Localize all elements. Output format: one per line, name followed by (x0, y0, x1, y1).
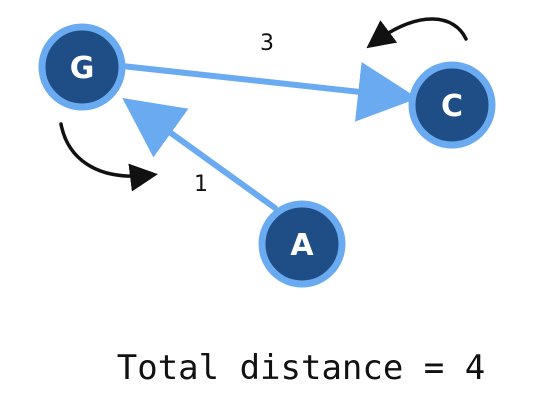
edge-weight-a-to-g: 1 (194, 172, 208, 197)
edge-g-to-c (119, 61, 418, 122)
edge-weight-g-to-c: 3 (260, 31, 274, 56)
node-c-label: C (441, 89, 463, 124)
node-a-circle (258, 200, 346, 288)
curved-arrow-top-right (366, 17, 468, 49)
edge-a-to-g (122, 97, 278, 211)
curved-arrow-left (59, 122, 158, 192)
total-distance-caption: Total distance = 4 (117, 348, 485, 388)
node-a: A (258, 200, 346, 288)
node-g-circle (38, 23, 126, 111)
node-g: G (38, 23, 126, 111)
node-a-label: A (290, 228, 314, 263)
node-g-label: G (70, 51, 95, 86)
node-c: C (408, 61, 496, 149)
node-c-circle (408, 61, 496, 149)
